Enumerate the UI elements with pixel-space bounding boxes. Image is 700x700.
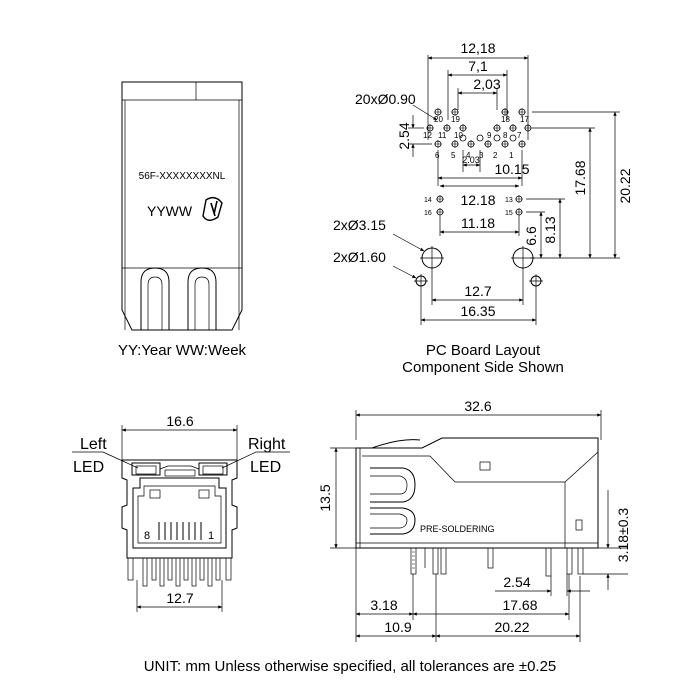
- dim-pitch-203: 2,03: [473, 76, 500, 92]
- dim-height-2022: 20.22: [617, 168, 633, 203]
- pin-number: 7: [517, 131, 522, 140]
- pin-number: 2: [493, 151, 498, 160]
- pin-number: 19: [451, 115, 460, 124]
- pre-soldering-label: PRE-SOLDERING: [420, 524, 495, 534]
- contact-pin-8-label: 8: [144, 530, 150, 542]
- pin-number: 11: [438, 131, 447, 140]
- dim-254: 2.54: [503, 574, 530, 590]
- dim-side-length: 32.6: [464, 398, 491, 414]
- pin-number: 9: [487, 131, 492, 140]
- pin-number: 4: [466, 151, 471, 160]
- top-view: 56F-XXXXXXXXNL YYWW YY:Year WW:Week: [118, 81, 247, 359]
- dim-inner-pitch: 2.03: [462, 155, 480, 165]
- pin-number: 14: [424, 197, 432, 204]
- right-led-label-line2: LED: [250, 459, 281, 476]
- date-code-label: YYWW: [147, 203, 193, 219]
- side-view: 32.6 PRE-SOLDERING 13.5: [317, 398, 631, 642]
- left-led-label-line1: Left: [80, 436, 107, 453]
- dim-overall-pitch: 12,18: [460, 40, 495, 56]
- dim-pitch-1015: 10.15: [494, 161, 529, 177]
- pin-number: 5: [451, 151, 456, 160]
- hole-note: 20xØ0.90: [355, 91, 416, 107]
- pcb-layout-view: 12,18 7,1 2,03 20xØ0.90 20: [333, 40, 633, 376]
- pin-number: 18: [501, 115, 510, 124]
- pcb-caption-line1: PC Board Layout: [426, 342, 541, 359]
- small-peg-holes: [414, 274, 543, 288]
- dim-front-width: 16.6: [166, 413, 193, 429]
- part-number-label: 56F-XXXXXXXXNL: [139, 171, 226, 182]
- pin-number: 1: [509, 151, 514, 160]
- pin-number-labels: 20 19 18 17 12 11 10 9 8 7 6 5 4 3 2 1 1…: [423, 115, 529, 217]
- dim-side-height: 13.5: [317, 484, 333, 511]
- large-hole-note: 2xØ3.15: [333, 217, 386, 233]
- dim-peg-pitch: 12.7: [464, 283, 491, 299]
- pin-number: 17: [520, 115, 529, 124]
- dim-led-pitch: 12.18: [460, 192, 495, 208]
- dim-109: 10.9: [384, 619, 411, 635]
- pin-number: 12: [423, 131, 432, 140]
- dim-led-offset: 11.18: [461, 215, 495, 231]
- dim-height-813: 8.13: [542, 216, 558, 243]
- pin-number: 15: [505, 210, 513, 217]
- pin-number: 13: [505, 197, 513, 204]
- dim-pin-length: 3.18±0.3: [615, 508, 631, 563]
- pin-number: 8: [503, 131, 508, 140]
- dim-2022: 20.22: [494, 619, 529, 635]
- small-hole-note: 2xØ1.60: [333, 249, 386, 265]
- dim-front-peg-pitch: 12.7: [166, 590, 193, 606]
- pin-number: 6: [435, 151, 440, 160]
- pin-number: 10: [454, 131, 463, 140]
- pin-number: 20: [434, 115, 443, 124]
- dim-1768: 17.68: [502, 597, 537, 613]
- company-logo-icon: [202, 196, 223, 221]
- front-view: 16.6 8 1 Left LED Right LED: [72, 413, 290, 612]
- units-footnote: UNIT: mm Unless otherwise specified, all…: [144, 658, 557, 675]
- pin-number: 3: [479, 151, 484, 160]
- date-code-legend: YY:Year WW:Week: [118, 342, 247, 359]
- pcb-caption-line2: Component Side Shown: [402, 359, 564, 376]
- dim-row-spacing: 2.54: [396, 122, 412, 149]
- dim-outer-pitch: 16.35: [460, 303, 495, 319]
- pin-holes: [426, 108, 532, 216]
- right-led-label-line1: Right: [248, 436, 286, 453]
- dim-height-1768: 17.68: [572, 160, 588, 195]
- left-led-label-line2: LED: [73, 459, 104, 476]
- dim-318: 3.18: [370, 597, 397, 613]
- contact-pin-1-label: 1: [208, 530, 214, 542]
- large-mounting-holes: [420, 246, 535, 270]
- pin-number: 16: [424, 210, 432, 217]
- dim-height-66: 6.6: [523, 226, 539, 246]
- dim-pitch-71: 7,1: [468, 58, 488, 74]
